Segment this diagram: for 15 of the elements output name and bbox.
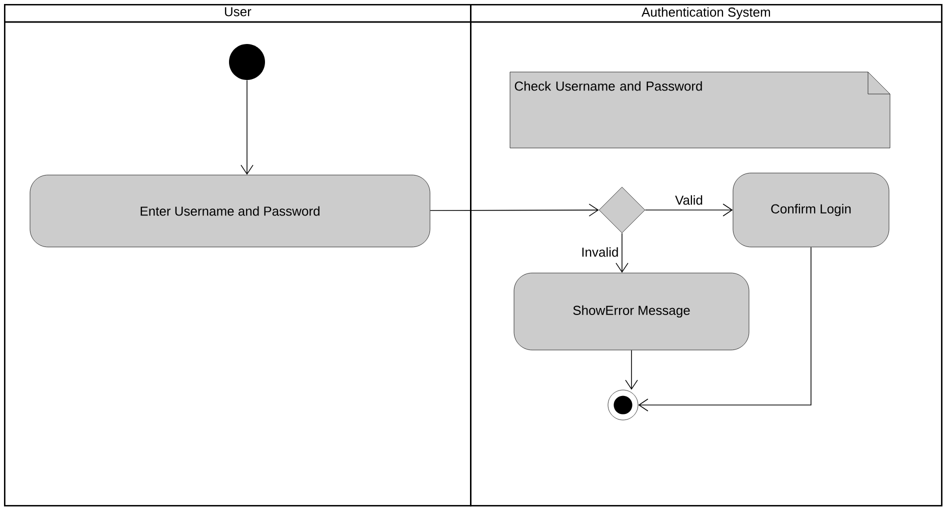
edge-label: Invalid <box>580 246 620 258</box>
arrow <box>644 204 733 216</box>
arrow <box>240 80 254 175</box>
edge-label: Valid <box>674 194 704 206</box>
arrow <box>638 246 812 412</box>
arrow <box>616 232 628 273</box>
note: Check Username and Password <box>510 72 890 148</box>
initial-node <box>229 44 265 80</box>
action-box: Enter Username and Password <box>30 174 430 248</box>
action-box: Confirm Login <box>732 172 890 248</box>
final-node <box>608 390 638 420</box>
action-box: ShowError Message <box>514 272 750 350</box>
arrow <box>625 350 638 390</box>
arrow <box>430 204 599 216</box>
decision-diamond <box>598 186 646 234</box>
